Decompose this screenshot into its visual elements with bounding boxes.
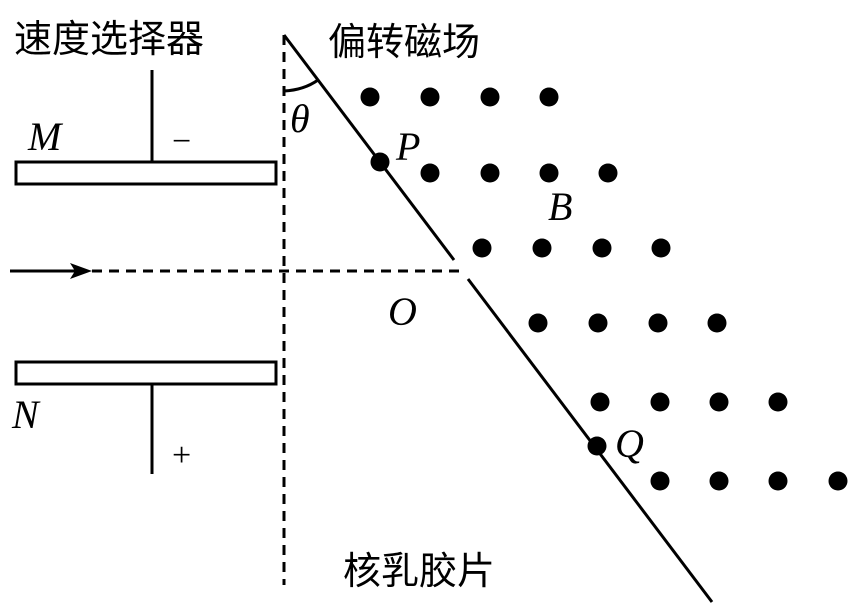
plate-n bbox=[14, 360, 278, 386]
field-dot bbox=[480, 163, 500, 183]
field-dot bbox=[648, 313, 668, 333]
plate-m bbox=[14, 160, 278, 186]
field-dot bbox=[420, 87, 440, 107]
field-dot bbox=[709, 471, 729, 491]
theta-label: θ bbox=[290, 96, 310, 141]
field-dot bbox=[532, 238, 552, 258]
field-b-label: B bbox=[548, 184, 572, 229]
field-dot bbox=[472, 238, 492, 258]
field-dot bbox=[768, 392, 788, 412]
arrow-icon bbox=[70, 263, 92, 279]
field-dot bbox=[539, 163, 559, 183]
velocity-selector-label: 速度选择器 bbox=[14, 17, 204, 61]
field-dot bbox=[360, 87, 380, 107]
plate-m-label: M bbox=[27, 114, 64, 159]
point-p-label: P bbox=[395, 124, 420, 169]
field-dot bbox=[651, 238, 671, 258]
plus-sign: + bbox=[172, 437, 191, 474]
field-dot bbox=[588, 313, 608, 333]
emulsion-line-upper bbox=[282, 34, 456, 261]
field-dot bbox=[828, 471, 848, 491]
deflection-field-label: 偏转磁场 bbox=[328, 20, 480, 64]
field-dot bbox=[590, 392, 610, 412]
angle-arc bbox=[283, 78, 319, 93]
minus-sign: − bbox=[172, 123, 191, 160]
field-dot bbox=[768, 471, 788, 491]
field-dot bbox=[650, 471, 670, 491]
point-o-label: O bbox=[388, 289, 417, 334]
field-dot bbox=[707, 313, 727, 333]
field-dot bbox=[528, 313, 548, 333]
magnetic-field-dots bbox=[360, 87, 848, 491]
point-p-dot bbox=[370, 152, 390, 172]
plate-n-label: N bbox=[11, 392, 41, 437]
point-q-label: Q bbox=[615, 421, 644, 466]
field-dot bbox=[598, 163, 618, 183]
field-dot bbox=[592, 238, 612, 258]
point-q-dot bbox=[587, 436, 607, 456]
field-dot bbox=[480, 87, 500, 107]
field-dot bbox=[650, 392, 670, 412]
field-dot bbox=[539, 87, 559, 107]
emulsion-plate-label: 核乳胶片 bbox=[343, 549, 495, 593]
field-dot bbox=[709, 392, 729, 412]
field-dot bbox=[420, 163, 440, 183]
